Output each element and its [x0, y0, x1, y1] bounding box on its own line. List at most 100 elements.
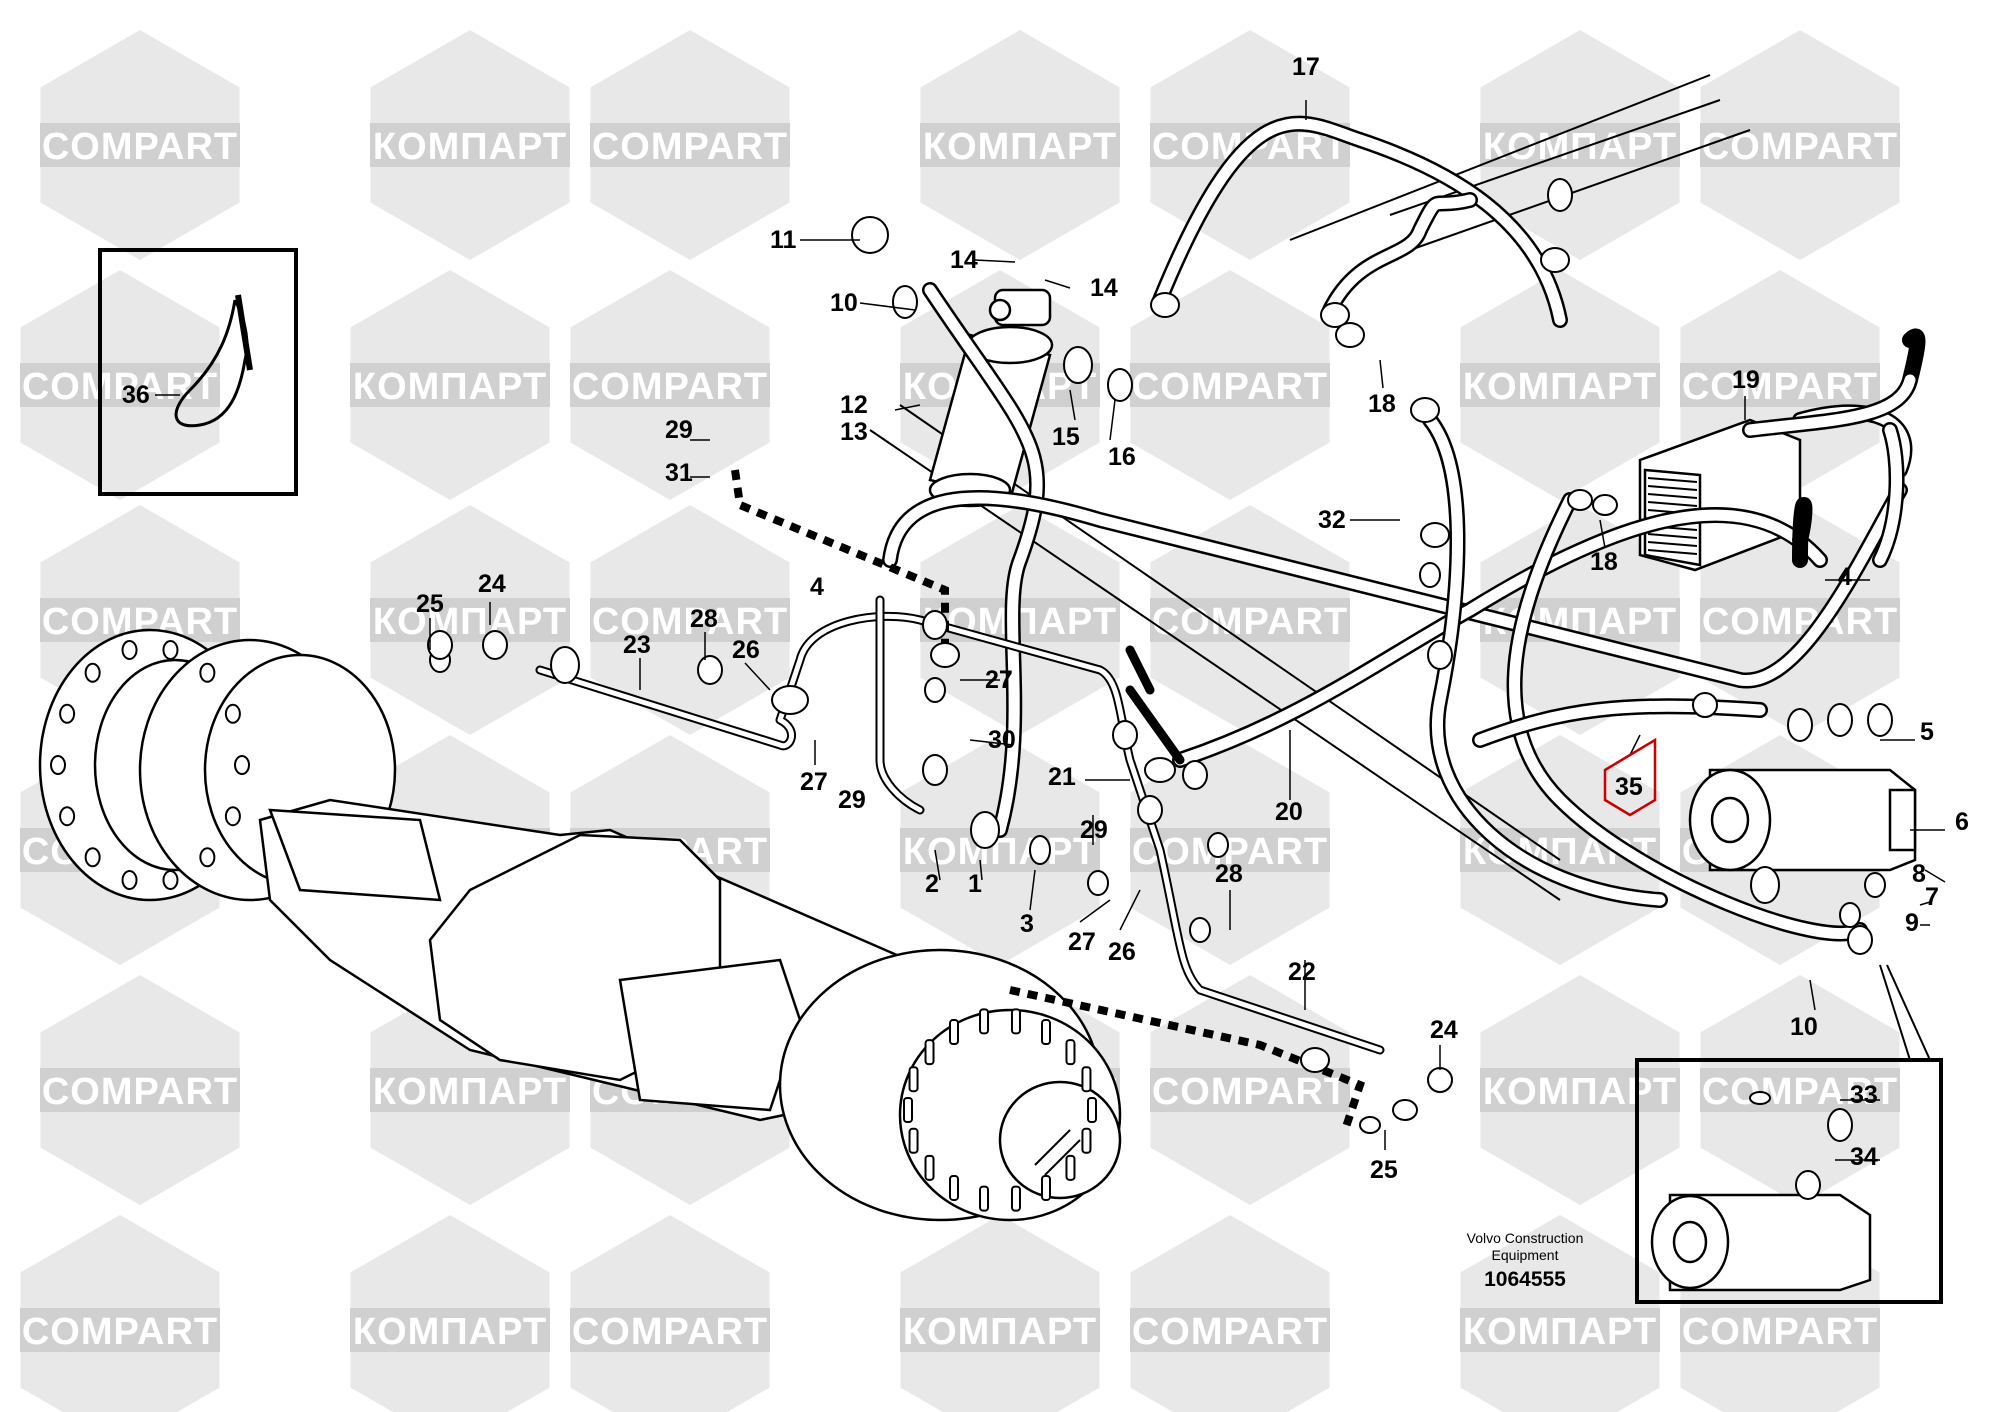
callout-13: 13: [840, 418, 868, 446]
hub-stud: [924, 1039, 935, 1066]
callout-10-top: 10: [830, 289, 858, 317]
watermark-band: [1700, 598, 1900, 642]
fitting: [930, 642, 960, 668]
callout-25-left: 25: [416, 590, 444, 618]
callout-1: 1: [968, 870, 982, 898]
watermark-band: [1700, 1068, 1900, 1112]
hexagon-35-marker: [1603, 737, 1657, 817]
cooler-fin: [1647, 533, 1698, 539]
watermark-band: [370, 1068, 570, 1112]
watermark-text: COMPART: [1152, 1071, 1348, 1113]
callout-5: 5: [1920, 718, 1934, 746]
fitting: [1547, 178, 1573, 212]
watermark-text: КОМПАРТ: [1483, 126, 1677, 168]
callout-22: 22: [1288, 958, 1316, 986]
watermark-band: [1480, 1068, 1680, 1112]
callout-14-left: 14: [950, 246, 978, 274]
leader-line: [1079, 899, 1111, 923]
callout-27-bottom: 27: [1068, 928, 1096, 956]
fitting: [1864, 872, 1886, 898]
hub-bolt: [59, 806, 76, 827]
fitting: [1410, 397, 1440, 423]
watermark-text: КОМПАРТ: [923, 126, 1117, 168]
watermark-band: [1480, 123, 1680, 167]
fitting: [1112, 720, 1138, 750]
hub-bolt: [162, 639, 179, 660]
callout-24-right: 24: [1430, 1016, 1458, 1044]
leader-line: [744, 662, 771, 691]
fitting: [1420, 522, 1450, 548]
valve-block-6: [1688, 768, 1917, 872]
watermark-band: [1150, 598, 1350, 642]
hub-stud: [1010, 1185, 1021, 1212]
hose-layer: [882, 115, 1926, 942]
callout-19: 19: [1732, 366, 1760, 394]
watermark-text: КОМПАРТ: [353, 1311, 547, 1353]
watermark-text: COMPART: [1702, 126, 1898, 168]
leader-line: [859, 302, 916, 311]
watermark-band: [920, 123, 1120, 167]
fitting: [1359, 1116, 1381, 1134]
callout-6: 6: [1955, 808, 1969, 836]
callout-25-right: 25: [1370, 1156, 1398, 1184]
callout-28-right: 28: [1215, 860, 1243, 888]
callout-35: 35: [1615, 773, 1643, 801]
fitting: [1787, 708, 1813, 742]
callout-33: 33: [1850, 1081, 1878, 1109]
fitting: [924, 677, 946, 703]
hub-bolt: [121, 870, 138, 891]
watermark-band: [1680, 1308, 1880, 1352]
callout-27-left: 27: [800, 768, 828, 796]
cooler-fin: [1647, 501, 1698, 507]
hub-stud: [1041, 1019, 1051, 1046]
watermark-band: [1460, 1308, 1660, 1352]
axle-assembly: [38, 628, 1122, 1222]
hub-stud: [979, 1008, 990, 1035]
fitting: [1540, 247, 1570, 273]
callout-labels: 1 2 3 4 4 5 6 7 8 9 10 10 11 12 13 14 14…: [122, 53, 1969, 1184]
hub-bolt: [121, 639, 138, 660]
callout-29-top: 29: [665, 416, 693, 444]
cooler-fin: [1647, 549, 1698, 555]
watermark-text: COMPART: [22, 1311, 218, 1353]
fitting: [1839, 902, 1861, 928]
hub-stud: [979, 1185, 990, 1212]
hub-bolt: [224, 806, 241, 827]
oil-cooler-19: [1638, 418, 1802, 572]
hub-stud: [1087, 1097, 1097, 1123]
hub-stud: [924, 1154, 935, 1181]
leader-line: [1599, 519, 1606, 549]
callout-29-middle: 29: [838, 786, 866, 814]
watermark-text: COMPART: [42, 1071, 238, 1113]
watermark-band: [370, 123, 570, 167]
watermark-band: [370, 598, 570, 642]
valve-block-detail: [1650, 1193, 1872, 1292]
fitting: [970, 811, 1000, 849]
callout-4-right: 4: [1838, 563, 1852, 591]
watermark-text: COMPART: [42, 126, 238, 168]
watermark-text: COMPART: [592, 601, 788, 643]
fitting: [1182, 760, 1208, 790]
callout-18-left: 18: [1368, 390, 1396, 418]
callout-18-right: 18: [1590, 548, 1618, 576]
cooler-fin: [1647, 477, 1698, 483]
watermark-text: КОМПАРТ: [1463, 366, 1657, 408]
hub-bolt: [224, 703, 241, 724]
cooler-fin: [1647, 485, 1698, 491]
callout-20: 20: [1275, 798, 1303, 826]
leader-line: [979, 859, 983, 881]
leader-line: [969, 739, 1014, 746]
fitting: [892, 285, 918, 319]
leader-line: [1119, 889, 1141, 931]
watermark-band: [900, 1308, 1100, 1352]
callout-11: 11: [770, 226, 797, 254]
watermark-text: COMPART: [1152, 601, 1348, 643]
fitting: [1063, 346, 1093, 384]
callout-27-middle: 27: [985, 666, 1013, 694]
watermark-text: КОМПАРТ: [373, 601, 567, 643]
pipe-layer: [535, 595, 1385, 1055]
hub-stud: [1041, 1174, 1051, 1201]
leader-line: [974, 259, 1016, 263]
watermark-band: [590, 598, 790, 642]
